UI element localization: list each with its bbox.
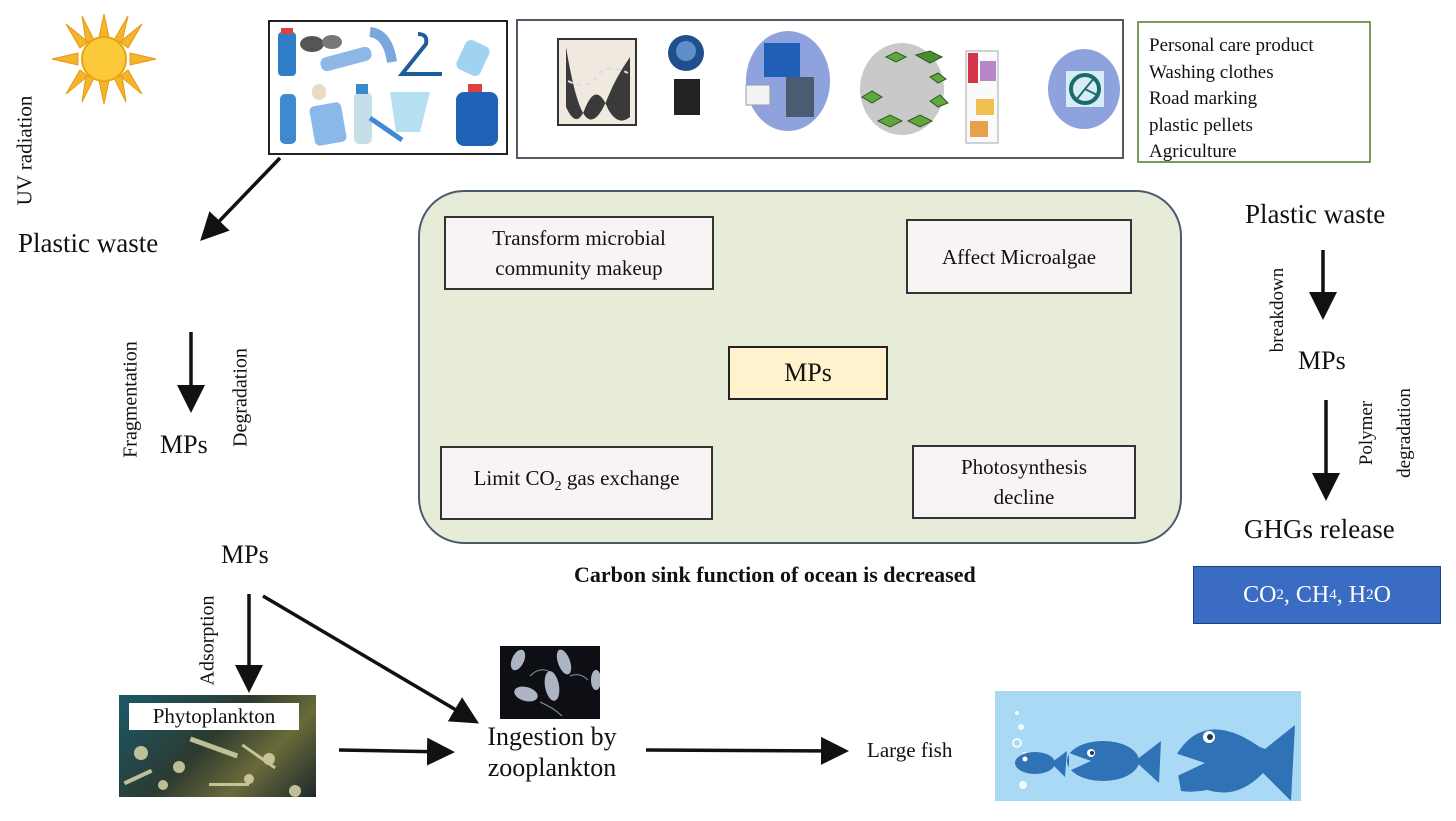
source-item: plastic pellets — [1149, 114, 1253, 136]
mps-center-box: MPs — [728, 346, 888, 400]
gas-text: O — [1373, 581, 1391, 608]
effect-photosynthesis-decline: Photosynthesis decline — [912, 445, 1136, 519]
effect-text: decline — [993, 485, 1055, 509]
zooplankton-icon — [510, 649, 600, 717]
polymer-label: Polymer — [1356, 400, 1377, 466]
subscript: 2 — [554, 479, 562, 495]
gas-text: , H — [1336, 581, 1367, 608]
effect-text: Limit CO — [473, 466, 555, 491]
effect-text: community makeup — [495, 256, 663, 280]
phytoplankton-icon — [123, 736, 301, 797]
breakdown-label: breakdown — [1267, 267, 1288, 353]
effect-text: Photosynthesis — [960, 455, 1088, 479]
personal-care-products-icon — [965, 50, 999, 144]
effect-text: gas exchange — [561, 466, 680, 491]
ingestion-zooplankton-label: Ingestion by zooplankton — [482, 721, 622, 783]
source-item: Road marking — [1149, 88, 1258, 109]
fish-food-chain-image — [995, 691, 1301, 801]
effect-limit-co2: Limit CO2 gas exchange — [440, 446, 713, 520]
subscript: 4 — [1329, 586, 1337, 603]
plastic-waste-image — [268, 20, 508, 155]
source-item: Washing clothes — [1149, 61, 1274, 83]
large-fish-label: Large fish — [867, 738, 953, 762]
gas-text: , CH — [1283, 581, 1330, 608]
plastic-pellets-icon — [860, 43, 949, 135]
plastic-waste-right: Plastic waste — [1245, 199, 1386, 229]
road-marking-icon — [557, 38, 637, 126]
sun-icon — [51, 13, 157, 105]
fish-icon — [1012, 711, 1295, 801]
washing-clothes-icon — [745, 31, 830, 131]
phytoplankton-image: Phytoplankton — [119, 695, 316, 797]
phytoplankton-label: Phytoplankton — [129, 703, 299, 730]
ingestion-line: zooplankton — [487, 753, 617, 782]
source-item: Agriculture — [1149, 141, 1237, 162]
gas-text: CO — [1243, 581, 1277, 608]
effect-text: Transform microbial — [492, 226, 666, 250]
subscript: 2 — [1276, 586, 1284, 603]
uv-radiation-label: UV radiation — [12, 95, 37, 206]
adsorption-label: Adsorption — [196, 595, 219, 686]
source-item: Personal care product — [1149, 35, 1314, 56]
mps-right: MPs — [1298, 346, 1346, 375]
arrow-waste-to-plastic-waste — [200, 156, 282, 242]
effect-affect-microalgae: Affect Microalgae — [906, 219, 1132, 294]
fragmentation-label: Fragmentation — [119, 341, 142, 458]
degradation-label: Degradation — [229, 348, 252, 447]
plastic-waste-left: Plastic waste — [18, 228, 159, 258]
mps-food-chain: MPs — [221, 540, 269, 569]
agriculture-icon — [1048, 49, 1120, 129]
arrow-phytoplankton-to-zooplankton — [338, 737, 455, 766]
zooplankton-image — [500, 646, 600, 719]
ingestion-line: Ingestion by — [487, 722, 617, 751]
sources-list: Personal care product Washing clothes Ro… — [1137, 21, 1371, 163]
subscript: 2 — [1366, 586, 1374, 603]
sources-images-strip — [516, 19, 1124, 159]
carbon-sink-caption: Carbon sink function of ocean is decreas… — [574, 562, 976, 587]
mps-left: MPs — [160, 430, 208, 459]
plastic-items-icon — [278, 27, 498, 146]
degradation-right-label: degradation — [1394, 388, 1415, 478]
effect-transform-microbial: Transform microbial community makeup — [444, 216, 714, 290]
ghgs-release-label: GHGs release — [1244, 514, 1395, 544]
arrow-zooplankton-to-large-fish — [645, 736, 849, 765]
tire-icon — [668, 35, 704, 115]
